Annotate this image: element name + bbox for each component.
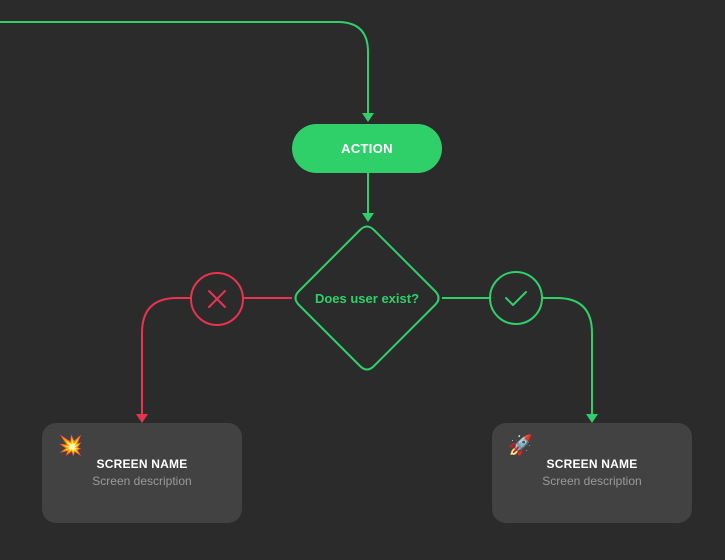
no-branch-indicator (190, 272, 244, 326)
decision-arrowhead (362, 213, 374, 222)
no-branch-connector-down (141, 297, 191, 414)
yes-branch-circle (489, 271, 543, 325)
error-screen-name: SCREEN NAME (96, 457, 188, 471)
yes-branch-indicator (489, 271, 543, 325)
error-screen-card[interactable]: 💥 SCREEN NAME Screen description (42, 423, 242, 523)
error-screen-arrowhead (136, 414, 148, 423)
success-screen-name: SCREEN NAME (546, 457, 638, 471)
success-screen-arrowhead (586, 414, 598, 423)
success-screen-card[interactable]: 🚀 SCREEN NAME Screen description (492, 423, 692, 523)
action-node[interactable]: ACTION (292, 124, 442, 173)
explosion-icon: 💥 (58, 433, 83, 457)
decision-node[interactable]: Does user exist? (294, 225, 440, 371)
action-label: ACTION (341, 141, 393, 156)
incoming-connector (0, 21, 369, 113)
check-icon (505, 291, 527, 306)
rocket-icon: 🚀 (508, 433, 533, 457)
close-icon (208, 290, 226, 308)
action-pill[interactable] (292, 124, 442, 173)
decision-diamond[interactable] (294, 225, 440, 371)
yes-branch-connector-down (542, 297, 593, 414)
success-screen-description: Screen description (542, 474, 642, 488)
error-screen-description: Screen description (92, 474, 192, 488)
action-arrowhead (362, 113, 374, 122)
decision-label: Does user exist? (315, 291, 419, 306)
